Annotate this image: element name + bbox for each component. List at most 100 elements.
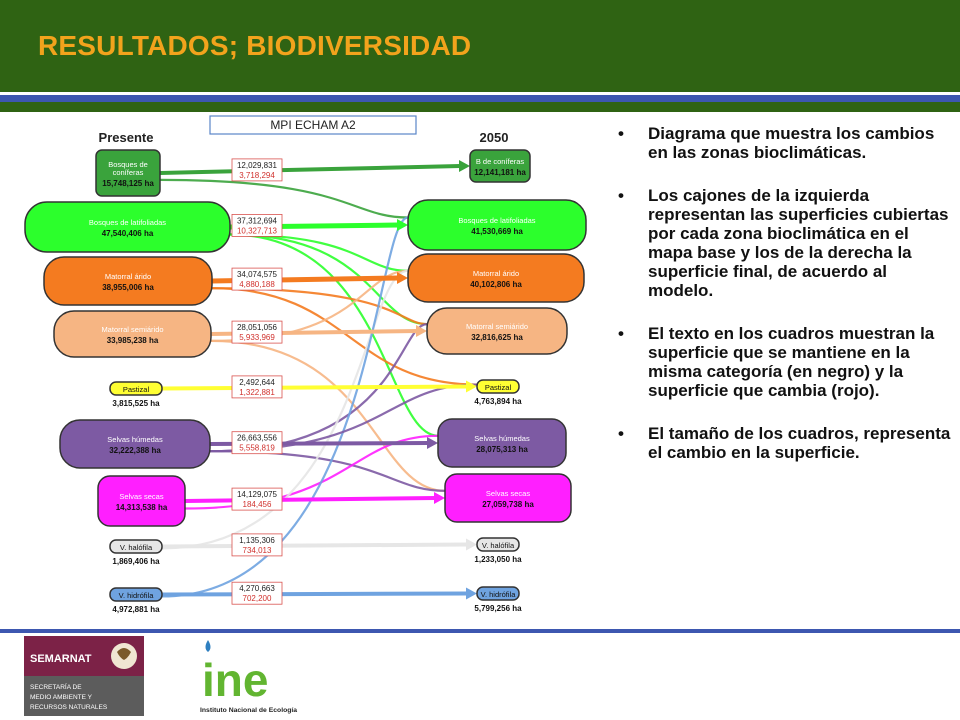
bullet-item: • El tamaño de los cuadros, representa el… (612, 424, 952, 462)
kept-area-label: 14,129,075 (237, 490, 278, 499)
bullet-marker: • (618, 324, 624, 343)
flow-connector (161, 216, 409, 598)
right-zone-area: 40,102,806 ha (470, 280, 522, 289)
left-zone-name: Matorral semiárido (101, 325, 163, 334)
flow-value-box (231, 431, 283, 455)
flow-arrow (184, 496, 436, 503)
right-zone-name: Selvas secas (486, 489, 530, 498)
bullet-item: •Diagrama que muestra los cambios en las… (612, 124, 952, 162)
right-zone-box (476, 586, 520, 601)
header-bar: RESULTADOS; BIODIVERSIDAD (0, 0, 960, 92)
slide-title: RESULTADOS; BIODIVERSIDAD (38, 30, 472, 61)
left-zone-name: V. hidrófila (119, 591, 155, 600)
changed-area-label: 5,558,819 (239, 444, 275, 453)
right-zone-area: 41,530,669 ha (471, 227, 523, 236)
kept-area-label: 37,312,694 (237, 216, 278, 225)
footer-divider (0, 629, 960, 633)
right-zone-box (407, 199, 587, 251)
arrowhead-icon (397, 219, 408, 231)
left-zone-name: Bosques de (108, 160, 148, 169)
left-zone-name: Selvas húmedas (107, 435, 163, 444)
left-zone-box (109, 381, 163, 396)
right-zone-name: Selvas húmedas (474, 434, 530, 443)
ine-logo: ine Instituto Nacional de Ecología (200, 640, 297, 714)
left-zone-name: Matorral árido (105, 272, 151, 281)
left-zone-area: 47,540,406 ha (102, 229, 154, 238)
right-zone-name: Bosques de latifoliadas (458, 216, 535, 225)
right-zone-box (476, 379, 520, 394)
right-zone-area: 12,141,181 ha (474, 168, 526, 177)
left-zone-box (97, 475, 186, 527)
flow-connector (211, 287, 428, 326)
right-zone-name: Matorral semiárido (466, 322, 528, 331)
right-zone-box (469, 149, 531, 183)
left-heading: Presente (99, 130, 154, 145)
kept-area-label: 1,135,306 (239, 536, 275, 545)
changed-area-label: 4,880,188 (239, 280, 275, 289)
arrowhead-icon (416, 325, 427, 337)
changed-area-label: 5,933,969 (239, 333, 275, 342)
right-zone-box (426, 307, 568, 355)
right-zone-box (437, 418, 567, 468)
semarnat-logo: SEMARNAT SECRETARÍA DE MEDIO AMBIENTE Y … (24, 636, 144, 716)
left-zone-area: 14,313,538 ha (116, 503, 168, 512)
arrowhead-icon (459, 160, 470, 172)
right-zone-area: 28,075,313 ha (476, 445, 528, 454)
arrowhead-icon (466, 380, 477, 393)
changed-area-label: 702,200 (243, 594, 272, 603)
flow-connector (211, 287, 478, 386)
water-drop-icon (205, 640, 211, 652)
bullet-marker: • (618, 124, 624, 143)
left-zone-area: 38,955,006 ha (102, 283, 154, 292)
changed-area-label: 10,327,713 (237, 226, 278, 235)
semarnat-line: MEDIO AMBIENTE Y (30, 694, 93, 701)
left-zone-area: 4,972,881 ha (112, 605, 160, 614)
explanation-list: •Diagrama que muestra los cambios en las… (612, 124, 952, 486)
header-divider-blue (0, 95, 960, 102)
flow-value-box (231, 267, 283, 291)
ine-caption: Instituto Nacional de Ecología (200, 707, 297, 714)
left-zone-name: Pastizal (123, 385, 150, 394)
header-divider-green (0, 102, 960, 112)
left-zone-box (24, 201, 231, 253)
semarnat-line: RECURSOS NATURALES (30, 704, 108, 711)
flow-value-box (231, 320, 283, 344)
flow-value-box (231, 214, 283, 237)
changed-area-label: 734,013 (243, 546, 272, 555)
model-label: MPI ECHAM A2 (270, 118, 356, 132)
bullet-text: El tamaño de los cuadros, representa el … (648, 424, 951, 462)
left-zone-box (109, 539, 163, 554)
flow-arrows: 12,029,8313,718,29437,312,69410,327,7133… (159, 158, 478, 605)
bullet-marker: • (618, 424, 624, 443)
arrowhead-icon (427, 437, 438, 449)
bioclimatic-change-diagram: 12,029,8313,718,29437,312,69410,327,7133… (24, 115, 587, 614)
right-zone-name: B de coníferas (476, 157, 525, 166)
kept-area-label: 34,074,575 (237, 270, 278, 279)
left-zone-box (109, 587, 163, 602)
flow-arrow (161, 591, 468, 597)
flow-connector (229, 233, 439, 437)
flow-arrow (161, 384, 468, 391)
right-heading: 2050 (480, 130, 509, 145)
right-zone-box (476, 537, 520, 552)
flow-value-box (231, 581, 283, 605)
ine-wordmark: ine (202, 654, 268, 706)
bullet-marker: • (618, 186, 624, 205)
kept-area-label: 26,663,556 (237, 434, 278, 443)
footer (0, 633, 960, 720)
right-zone-area: 4,763,894 ha (474, 397, 522, 406)
arrowhead-icon (466, 538, 477, 551)
left-zone-area: 3,815,525 ha (112, 399, 160, 408)
right-zone-name: Pastizal (485, 383, 512, 392)
left-zone-area: 15,748,125 ha (102, 179, 154, 188)
arrowhead-icon (397, 272, 408, 284)
kept-area-label: 28,051,056 (237, 323, 278, 332)
bullet-item: •El texto en los cuadros muestran la sup… (612, 324, 952, 400)
left-zone-name: Bosques de latifoliadas (89, 218, 166, 227)
left-zone-area: 33,985,238 ha (107, 336, 159, 345)
left-zone-name: coníferas (113, 168, 144, 177)
left-zone-area: 1,869,406 ha (112, 557, 160, 566)
flow-value-box (231, 533, 283, 557)
arrowhead-icon (434, 492, 445, 504)
